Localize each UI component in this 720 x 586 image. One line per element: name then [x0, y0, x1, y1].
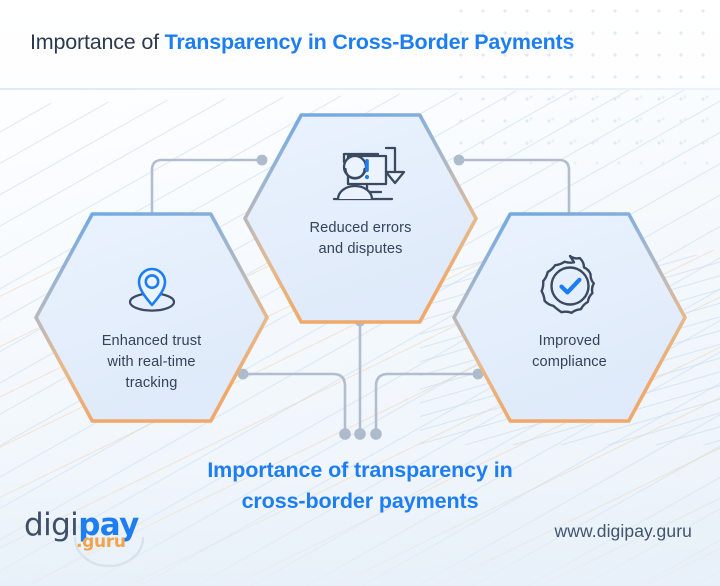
- caption-line-1: Importance of transparency in: [207, 458, 513, 482]
- digipay-logo[interactable]: digipay .guru: [24, 508, 204, 568]
- below-header-dot-grid: [520, 86, 720, 176]
- verified-badge-check-icon: [537, 253, 603, 319]
- logo-pay: pay: [78, 507, 139, 543]
- caption-line-2: cross-border payments: [241, 489, 479, 513]
- header-bar: Importance of Transparency in Cross-Bord…: [0, 0, 720, 150]
- logo-guru: .guru: [76, 532, 126, 552]
- website-url[interactable]: www.digipay.guru: [554, 521, 692, 541]
- logo-swoosh-icon: [73, 536, 145, 568]
- page-title: Importance of Transparency in Cross-Bord…: [30, 30, 574, 55]
- header-dot-grid: [450, 0, 720, 150]
- caption-block: Importance of transparency in cross-bord…: [0, 455, 720, 517]
- person-at-monitor-warning-icon: [320, 142, 405, 208]
- logo-digi: digi: [24, 507, 79, 543]
- page-title-highlight: Transparency in Cross-Border Payments: [164, 30, 575, 54]
- header-divider: [0, 88, 720, 90]
- location-pin-icon: [121, 259, 183, 315]
- page-title-prefix: Importance of: [30, 30, 165, 54]
- logo-wordmark: digipay: [24, 508, 139, 542]
